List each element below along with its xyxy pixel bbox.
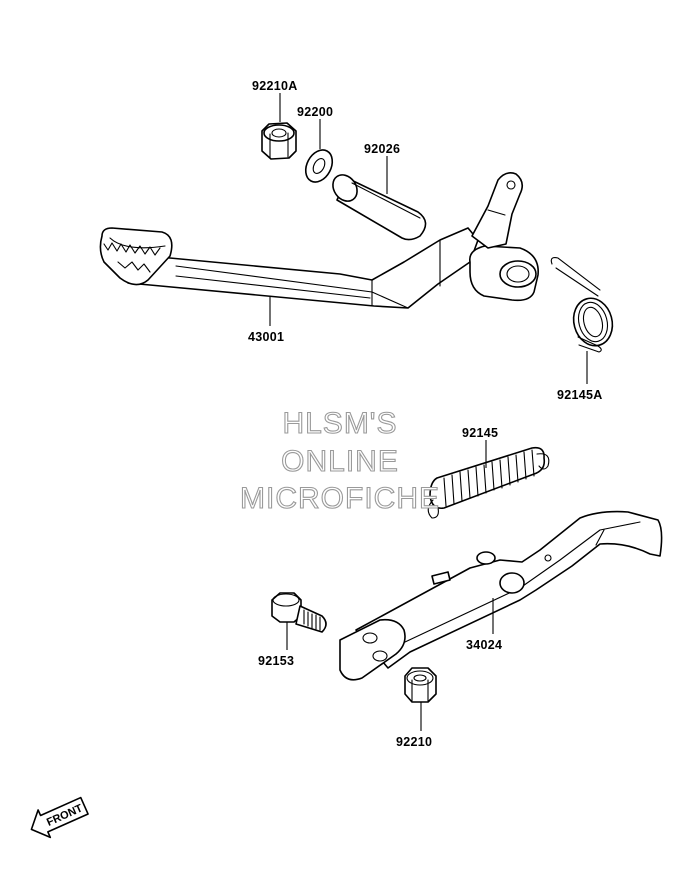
collar-92026[interactable] — [328, 170, 427, 241]
torsion-spring-92145a[interactable] — [550, 257, 617, 353]
label-92153: 92153 — [258, 654, 294, 668]
side-stand-34024[interactable] — [339, 510, 663, 681]
washer-92200[interactable] — [300, 145, 337, 186]
bolt-92153[interactable] — [271, 592, 327, 633]
label-92026: 92026 — [364, 142, 400, 156]
nut-92210[interactable] — [404, 667, 437, 703]
watermark: HLSM'S ONLINE MICROFICHE — [239, 406, 440, 515]
watermark-line-3: MICROFICHE — [240, 482, 440, 515]
label-34024: 34024 — [466, 638, 502, 652]
label-92145a: 92145A — [557, 388, 603, 402]
label-92210: 92210 — [396, 735, 432, 749]
leader-lines — [269, 93, 588, 731]
nut-92210a[interactable] — [261, 122, 297, 160]
front-arrow-icon — [30, 796, 89, 839]
extension-spring-92145[interactable] — [427, 446, 550, 519]
label-92210a: 92210A — [252, 79, 298, 93]
watermark-line-2: ONLINE — [281, 445, 399, 478]
label-92200: 92200 — [297, 105, 333, 119]
label-43001: 43001 — [248, 330, 284, 344]
front-arrow: FRONT — [30, 796, 89, 839]
watermark-line-1: HLSM'S — [282, 407, 397, 440]
brake-pedal-43001[interactable] — [99, 172, 539, 309]
label-92145: 92145 — [462, 426, 498, 440]
